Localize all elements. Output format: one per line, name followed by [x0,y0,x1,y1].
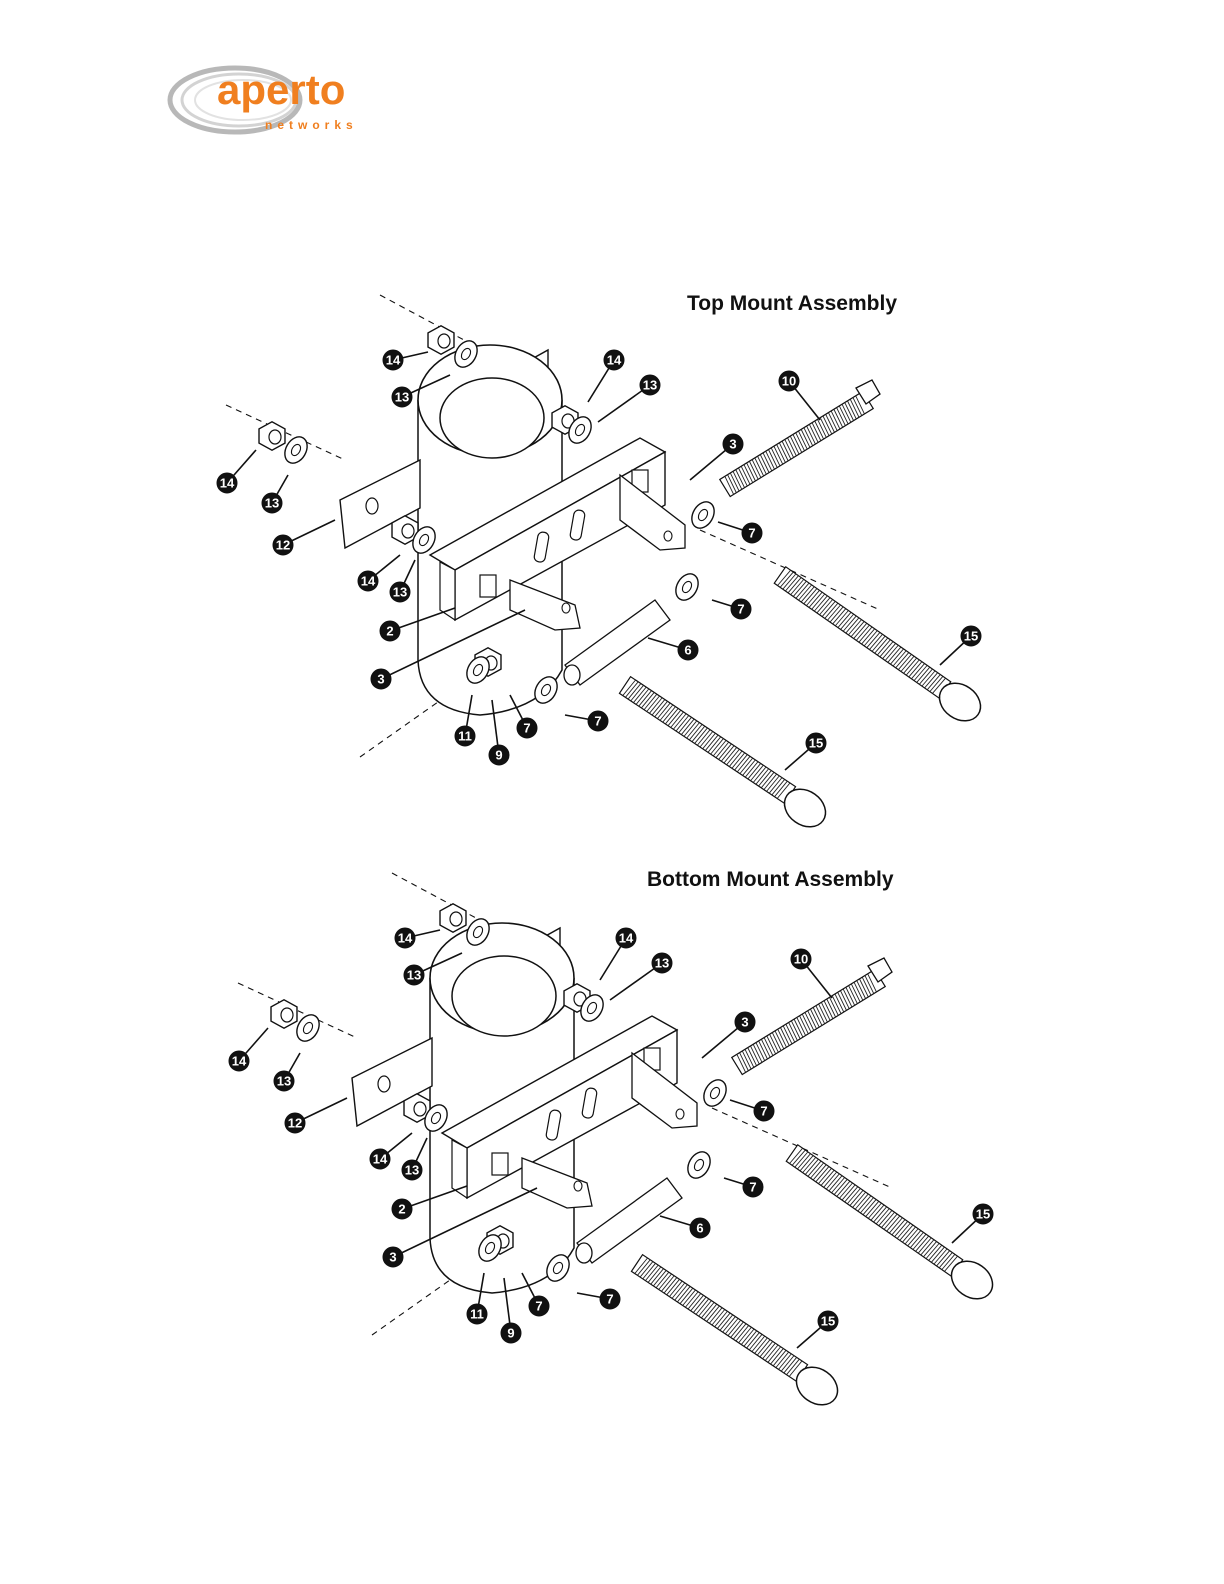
mount-assembly-diagram: 14 13 14 13 10 3 7 14 13 12 14 13 2 3 7 6 15 11 9 7 7 15 [0,270,1224,850]
carriage-bolt [786,1145,962,1276]
washer [687,498,718,532]
callout-number: 15 [964,629,978,644]
callout-number: 13 [265,496,279,511]
callout-number: 15 [809,736,823,751]
callout-number: 7 [748,526,755,541]
callout-number: 14 [361,574,376,589]
logo-wordmark: aperto [217,66,345,114]
callout-number: 13 [405,1163,419,1178]
pipe-bore [440,378,544,458]
callout-number: 14 [386,353,401,368]
callout-number: 15 [976,1207,990,1222]
callout-number: 14 [232,1054,247,1069]
carriage-bolt [774,567,950,698]
callout-number: 7 [606,1292,613,1307]
callout-number: 7 [760,1104,767,1119]
spacer-tube-end [564,665,580,685]
callout-number: 13 [655,956,669,971]
figure-title-bottom: Bottom Mount Assembly [647,868,894,892]
channel-label-plate [492,1153,508,1175]
washer [699,1076,730,1110]
washer [683,1148,714,1182]
pipe-bore [452,956,556,1036]
callout-number: 10 [794,952,808,967]
aperto-logo: aperto networks [165,60,395,150]
callout-number: 6 [684,643,691,658]
callout-number: 9 [507,1326,514,1341]
callout-number: 13 [393,585,407,600]
callout-number: 14 [373,1152,388,1167]
callout-number: 11 [470,1307,484,1322]
callout-number: 3 [389,1250,396,1265]
callout-number: 2 [386,624,393,639]
callout-number: 13 [395,390,409,405]
mount-assembly-diagram: 14 13 14 13 10 3 7 14 13 12 14 13 2 3 7 6 15 11 9 7 7 15 [0,850,1224,1430]
bottom-mount-assembly-figure: Bottom Mount Assembly 14 13 14 13 10 3 7 14 13 12… [0,850,1224,1430]
callout-number: 10 [782,374,796,389]
washer [671,570,702,604]
carriage-bolt [619,677,795,804]
callout-number: 3 [741,1015,748,1030]
callout-number: 12 [288,1116,302,1131]
callout-number: 3 [729,437,736,452]
callout-number: 14 [398,931,413,946]
callout-number: 14 [619,931,634,946]
callout-number: 13 [407,968,421,983]
channel-label-plate [480,575,496,597]
figure-title-top: Top Mount Assembly [687,292,897,316]
callout-number: 3 [377,672,384,687]
logo-subword: networks [265,118,358,132]
callout-number: 2 [398,1202,405,1217]
spacer-tube [565,600,670,685]
assembly-group: 14 13 14 13 10 3 7 14 13 12 14 13 2 3 7 6 15 11 9 7 7 15 [229,873,1000,1413]
callout-number: 7 [594,714,601,729]
callout-number: 11 [458,729,472,744]
callout-number: 15 [821,1314,835,1329]
spacer-tube [577,1178,682,1263]
callout-number: 7 [523,721,530,736]
callout-number: 12 [276,538,290,553]
callout-number: 9 [495,748,502,763]
callout-number: 7 [535,1299,542,1314]
callout-number: 13 [643,378,657,393]
callout-number: 14 [220,476,235,491]
callout-number: 7 [737,602,744,617]
spacer-tube-end [576,1243,592,1263]
assembly-group: 14 13 14 13 10 3 7 14 13 12 14 13 2 3 7 6 15 11 9 7 7 15 [217,295,988,835]
carriage-bolt [631,1255,807,1382]
callout-number: 14 [607,353,622,368]
callout-number: 7 [749,1180,756,1195]
callout-number: 13 [277,1074,291,1089]
callout-number: 6 [696,1221,703,1236]
